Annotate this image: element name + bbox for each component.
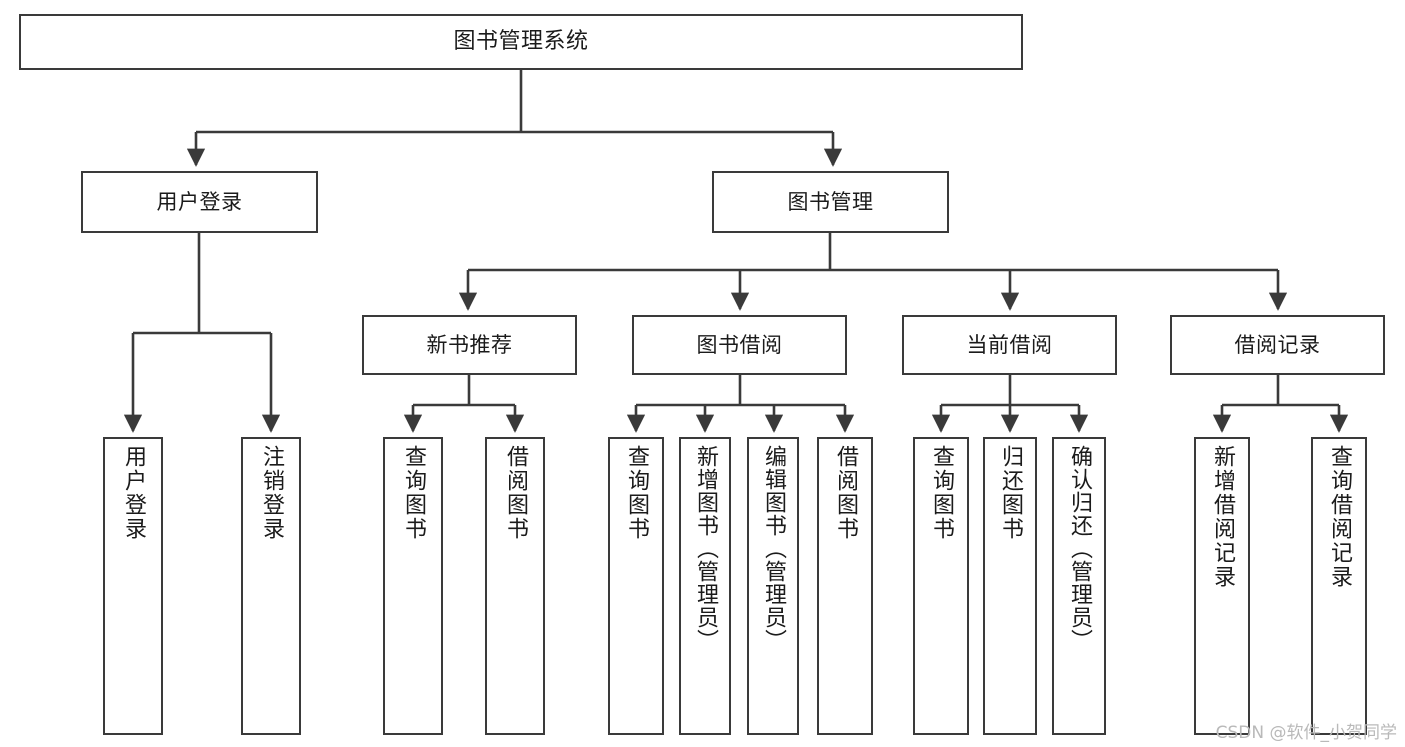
- leaf-book-borrow-query-book[interactable]: 查询图书: [608, 437, 664, 735]
- node-label: 确认归还（管理员）: [1067, 445, 1092, 652]
- leaf-current-borrow-return-book[interactable]: 归还图书: [983, 437, 1037, 735]
- node-current-borrow[interactable]: 当前借阅: [902, 315, 1117, 375]
- leaf-book-borrow-edit-book-admin[interactable]: 编辑图书（管理员）: [747, 437, 799, 735]
- node-label: 新增图书（管理员）: [693, 445, 718, 652]
- node-new-book-recommend[interactable]: 新书推荐: [362, 315, 577, 375]
- csdn-watermark: CSDN @软件_小贺同学: [1215, 723, 1397, 743]
- node-book-management[interactable]: 图书管理: [712, 171, 949, 233]
- node-label: 查询图书: [624, 445, 649, 541]
- node-label: 注销登录: [259, 445, 284, 541]
- node-root-book-management-system[interactable]: 图书管理系统: [19, 14, 1023, 70]
- leaf-current-borrow-query-book[interactable]: 查询图书: [913, 437, 969, 735]
- node-label: 新书推荐: [426, 332, 513, 357]
- leaf-book-borrow-add-book-admin[interactable]: 新增图书（管理员）: [679, 437, 731, 735]
- node-label: 查询借阅记录: [1327, 445, 1352, 589]
- node-book-borrow[interactable]: 图书借阅: [632, 315, 847, 375]
- leaf-user-login-logout[interactable]: 注销登录: [241, 437, 301, 735]
- leaf-borrow-record-add-record[interactable]: 新增借阅记录: [1194, 437, 1250, 735]
- leaf-new-book-query-book[interactable]: 查询图书: [383, 437, 443, 735]
- leaf-user-login-login[interactable]: 用户登录: [103, 437, 163, 735]
- node-borrow-record[interactable]: 借阅记录: [1170, 315, 1385, 375]
- node-label: 新增借阅记录: [1210, 445, 1235, 589]
- node-label: 用户登录: [156, 189, 243, 214]
- node-user-login[interactable]: 用户登录: [81, 171, 318, 233]
- node-label: 查询图书: [401, 445, 426, 541]
- node-label: 借阅图书: [833, 445, 858, 541]
- node-label: 图书借阅: [696, 332, 783, 357]
- node-label: 图书管理: [787, 189, 874, 214]
- node-label: 编辑图书（管理员）: [761, 445, 786, 652]
- leaf-current-borrow-confirm-return-admin[interactable]: 确认归还（管理员）: [1052, 437, 1106, 735]
- node-label: 当前借阅: [966, 332, 1053, 357]
- leaf-borrow-record-query-record[interactable]: 查询借阅记录: [1311, 437, 1367, 735]
- node-label: 归还图书: [998, 445, 1023, 541]
- leaf-new-book-borrow-book[interactable]: 借阅图书: [485, 437, 545, 735]
- node-label: 查询图书: [929, 445, 954, 541]
- node-label: 用户登录: [121, 445, 146, 541]
- node-label: 借阅图书: [503, 445, 528, 541]
- leaf-book-borrow-borrow-book[interactable]: 借阅图书: [817, 437, 873, 735]
- node-label: 图书管理系统: [453, 29, 589, 55]
- node-label: 借阅记录: [1234, 332, 1321, 357]
